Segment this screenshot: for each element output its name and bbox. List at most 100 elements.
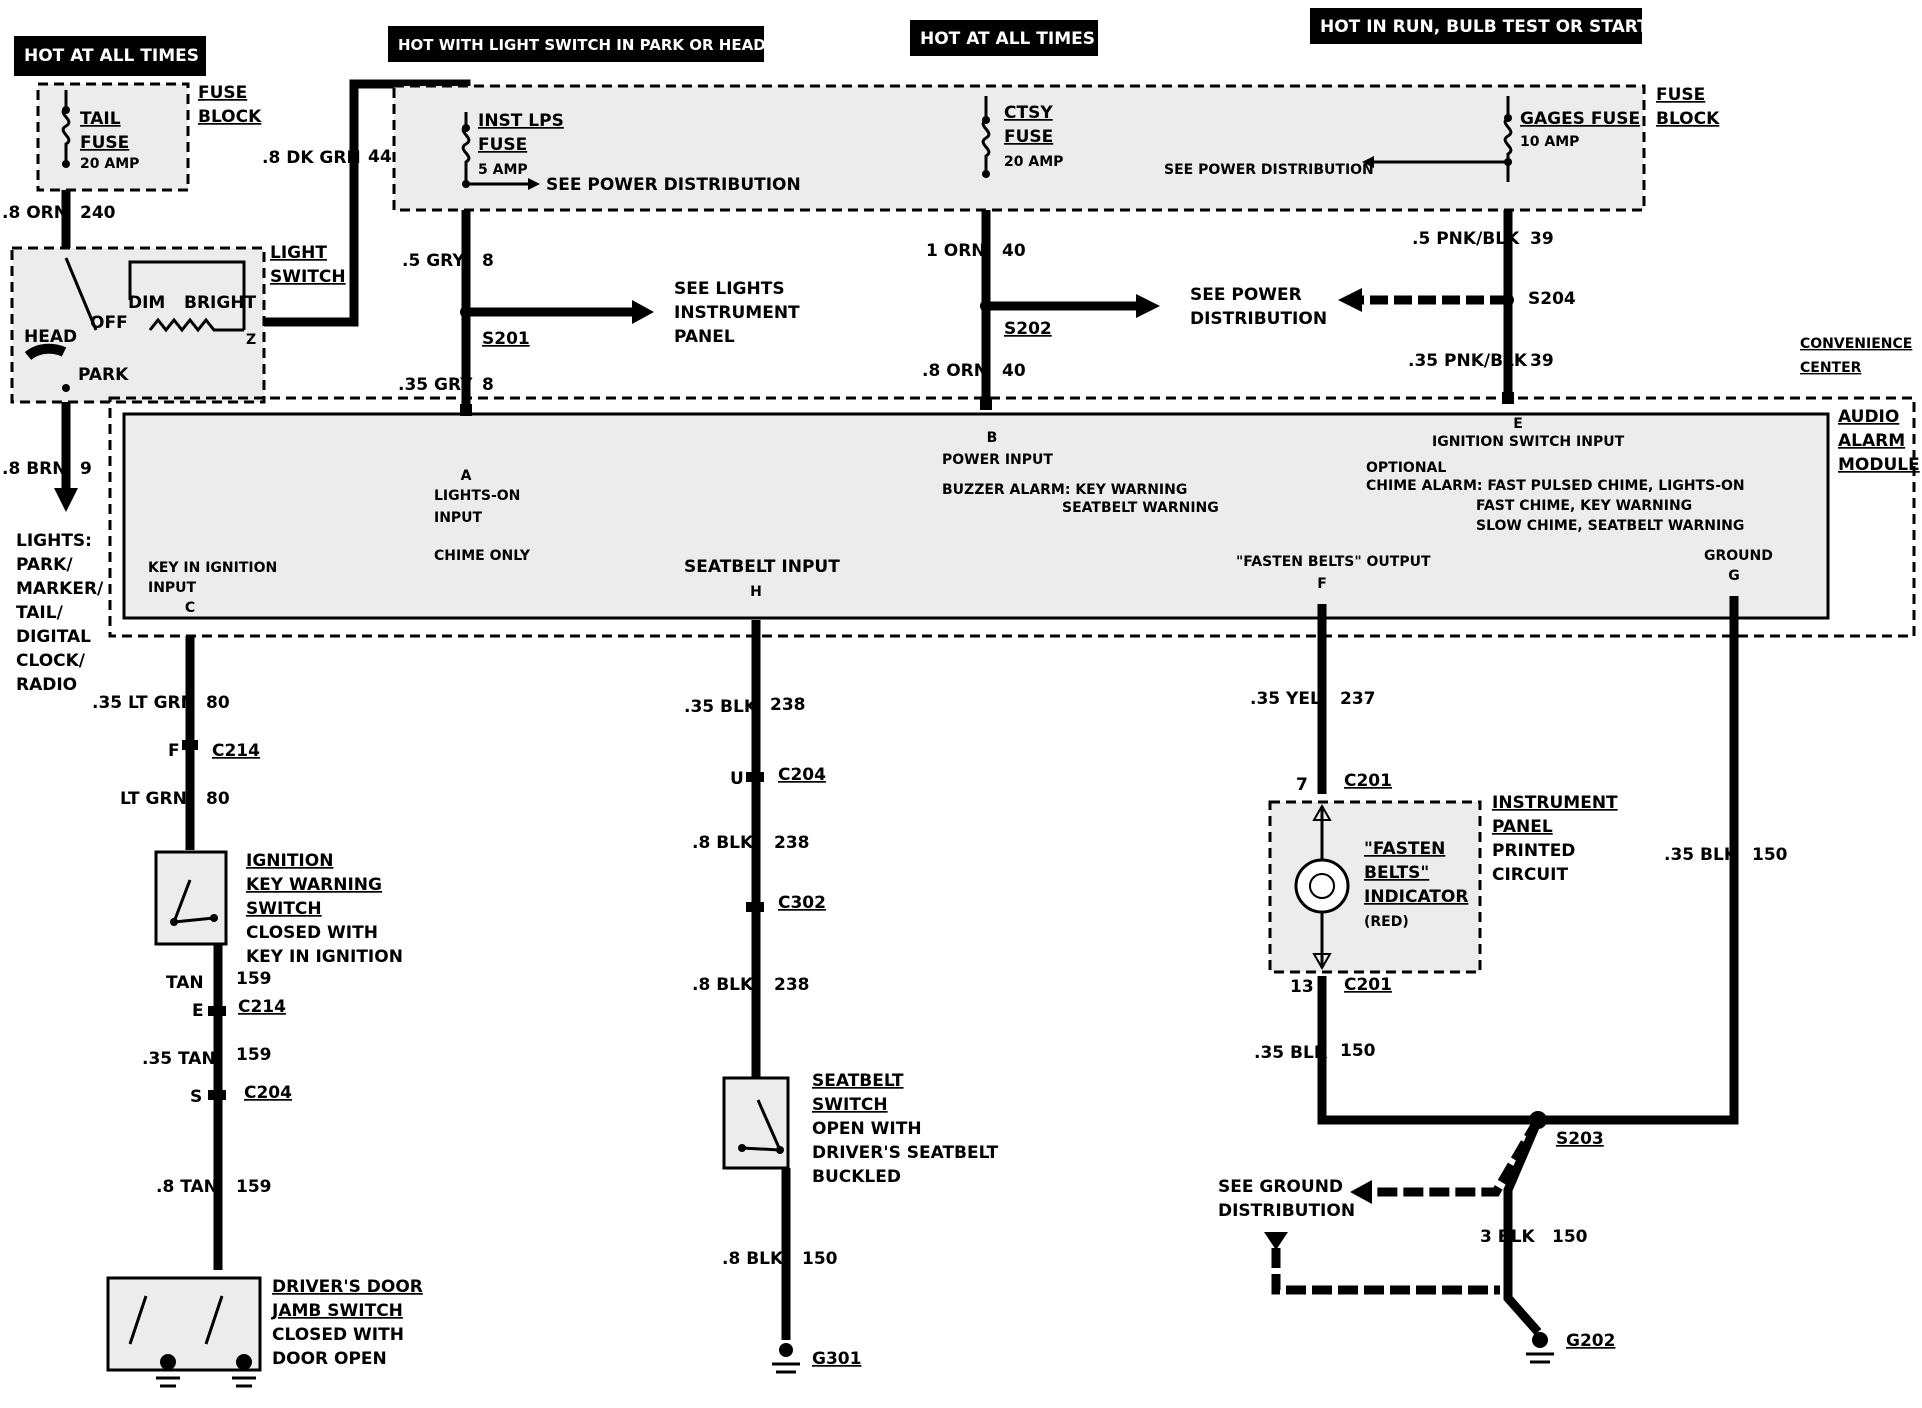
wire-label-5gry: .5 GRY	[402, 251, 465, 271]
svg-text:SWITCH: SWITCH	[812, 1095, 888, 1115]
lights-on-input-label-2: INPUT	[434, 510, 483, 526]
see-power-distribution: SEE POWER DISTRIBUTION	[1190, 285, 1327, 329]
wire-label-35ltgrn: .35 LT GRN	[92, 693, 195, 713]
c201-pin-13: 13	[1290, 977, 1314, 997]
wire-label-8blk-150: .8 BLK	[722, 1249, 784, 1269]
header-hot-all-times-left: HOT AT ALL TIMES	[14, 36, 206, 76]
wire-label-ltgrn: LT GRN	[120, 789, 187, 809]
header-hot-all-times-center: HOT AT ALL TIMES	[910, 20, 1098, 56]
wire-label-1orn: 1 ORN	[926, 241, 986, 261]
circuit-238a: 238	[770, 695, 806, 715]
dim-label: DIM	[128, 293, 165, 313]
key-in-ignition-label: KEY IN IGNITION	[148, 560, 277, 576]
header-hot-light-switch: HOT WITH LIGHT SWITCH IN PARK OR HEAD	[388, 26, 766, 62]
circuit-159c: 159	[236, 1177, 272, 1197]
wire-label-5pnkblk: .5 PNK/BLK	[1412, 229, 1520, 249]
circuit-8a: 8	[482, 251, 494, 271]
svg-text:HOT IN RUN, BULB TEST OR STAR: HOT IN RUN, BULB TEST OR START	[1320, 17, 1649, 37]
convenience-center-box	[108, 396, 1916, 638]
slow-chime-label: SLOW CHIME, SEATBELT WARNING	[1476, 518, 1744, 534]
svg-text:CLOCK/: CLOCK/	[16, 651, 86, 671]
audio-alarm-module-box	[122, 412, 1830, 620]
wire-label-35yel: .35 YEL	[1250, 689, 1321, 709]
inst-lps-amp: 5 AMP	[478, 162, 528, 178]
pin-c: C	[185, 600, 195, 616]
power-input-label: POWER INPUT	[942, 452, 1053, 468]
seatbelt-input-label: SEATBELT INPUT	[684, 557, 840, 577]
svg-text:DRIVER'S DOOR: DRIVER'S DOOR	[272, 1277, 423, 1297]
light-switch-label: LIGHT	[270, 243, 327, 263]
pin-a: A	[461, 468, 472, 484]
circuit-238b: 238	[774, 833, 810, 853]
ground-symbol-g301	[772, 1343, 800, 1374]
splice-s201: S201	[482, 329, 530, 349]
circuit-39b: 39	[1530, 351, 1554, 371]
circuit-150a: 150	[802, 1249, 838, 1269]
inst-lps-fuse-label: INST LPS	[478, 111, 564, 131]
svg-text:KEY WARNING: KEY WARNING	[246, 875, 382, 895]
bright-label: BRIGHT	[184, 293, 257, 313]
svg-text:SEE GROUND: SEE GROUND	[1218, 1177, 1343, 1197]
c201-pin-7: 7	[1296, 775, 1308, 795]
ctsy-amp: 20 AMP	[1004, 154, 1063, 170]
wire-label-35blk-238: .35 BLK	[684, 697, 758, 717]
gages-fuse-label: GAGES FUSE	[1520, 109, 1640, 129]
svg-text:CIRCUIT: CIRCUIT	[1492, 865, 1568, 885]
connector-c214b: C214	[238, 997, 286, 1017]
wire-label-35blk-150a: .35 BLK	[1254, 1043, 1328, 1063]
c214-pin-e: E	[192, 1001, 204, 1021]
svg-text:CENTER: CENTER	[1800, 360, 1862, 376]
drivers-door-jamb-switch	[106, 1276, 262, 1372]
seatbelt-switch	[722, 1076, 790, 1170]
connector-c204a: C204	[244, 1083, 292, 1103]
splice-s204: S204	[1528, 289, 1576, 309]
fuse-block-main-label-2: BLOCK	[1656, 109, 1720, 129]
wire-label-35pnkblk: .35 PNK/BLK	[1408, 351, 1528, 371]
svg-text:RADIO: RADIO	[16, 675, 77, 695]
svg-text:SEATBELT: SEATBELT	[812, 1071, 904, 1091]
instrument-panel-label: INSTRUMENT PANEL PRINTED CIRCUIT	[1492, 793, 1618, 885]
svg-text:SEE LIGHTS: SEE LIGHTS	[674, 279, 785, 299]
circuit-8b: 8	[482, 375, 494, 395]
c214-pin-f: F	[168, 741, 180, 761]
pin-z-label: Z	[246, 332, 256, 348]
c204-pin-u: U	[730, 769, 744, 789]
wire-label-3blk: 3 BLK	[1480, 1227, 1536, 1247]
circuit-159a: 159	[236, 969, 272, 989]
circuit-44: 44	[368, 147, 392, 167]
ignition-switch-label: IGNITION KEY WARNING SWITCH CLOSED WITH …	[246, 851, 403, 967]
svg-text:DRIVER'S SEATBELT: DRIVER'S SEATBELT	[812, 1143, 999, 1163]
chime-only-label: CHIME ONLY	[434, 548, 531, 564]
buzzer-alarm-label: BUZZER ALARM: KEY WARNING	[942, 482, 1187, 498]
ground-g301: G301	[812, 1349, 861, 1369]
fast-chime-label: FAST CHIME, KEY WARNING	[1476, 498, 1692, 514]
door-switch-label: DRIVER'S DOOR JAMB SWITCH CLOSED WITH DO…	[271, 1277, 423, 1369]
circuit-240: 240	[80, 203, 116, 223]
pin-b: B	[987, 430, 998, 446]
gages-amp: 10 AMP	[1520, 134, 1579, 150]
circuit-39a: 39	[1530, 229, 1554, 249]
connector-marks	[182, 392, 1514, 1100]
seatbelt-switch-label: SEATBELT SWITCH OPEN WITH DRIVER'S SEATB…	[812, 1071, 999, 1187]
splice-s203: S203	[1556, 1129, 1604, 1149]
svg-text:PRINTED: PRINTED	[1492, 841, 1575, 861]
instrument-panel-printed-circuit	[1268, 800, 1482, 974]
wire-label-35tan: .35 TAN	[142, 1049, 216, 1069]
tail-fuse-label: TAIL	[80, 109, 121, 129]
see-power-dist-2: SEE POWER DISTRIBUTION	[1164, 162, 1374, 178]
connector-c204b: C204	[778, 765, 826, 785]
ignition-key-warning-switch	[154, 850, 228, 946]
fuse-block-main	[392, 84, 1646, 212]
optional-label: OPTIONAL	[1366, 460, 1446, 476]
circuit-150d: 150	[1552, 1227, 1588, 1247]
svg-text:HOT AT ALL TIMES: HOT AT ALL TIMES	[24, 46, 199, 66]
see-power-dist-1: SEE POWER DISTRIBUTION	[546, 175, 801, 195]
svg-text:OPEN WITH: OPEN WITH	[812, 1119, 922, 1139]
wire-label-8dkgrn: .8 DK GRN	[262, 148, 361, 168]
circuit-80b: 80	[206, 789, 230, 809]
light-switch-blade	[64, 257, 98, 331]
svg-text:JAMB SWITCH: JAMB SWITCH	[271, 1301, 403, 1321]
tail-fuse-label-2: FUSE	[80, 133, 129, 153]
lights-list: LIGHTS: PARK/ MARKER/ TAIL/ DIGITAL CLOC…	[16, 531, 104, 695]
connector-c302: C302	[778, 893, 826, 913]
